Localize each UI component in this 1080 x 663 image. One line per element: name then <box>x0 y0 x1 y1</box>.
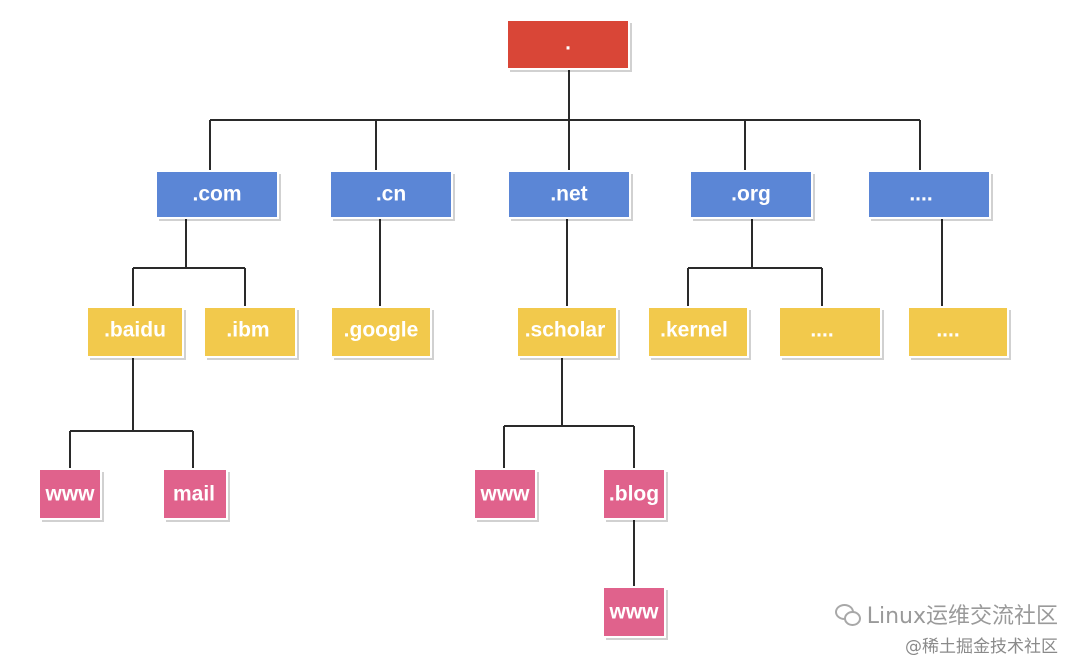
tld-label: .cn <box>376 183 406 206</box>
watermark-text: Linux运维交流社区 <box>866 604 1058 629</box>
sld-label: .... <box>810 319 833 342</box>
connectors <box>69 70 943 587</box>
sld-label: .... <box>936 319 959 342</box>
wechat-icon <box>834 603 861 626</box>
host-node-baidu-www: www <box>38 468 104 522</box>
host-node-blog-www: www <box>602 586 668 640</box>
sld-node-google: .google <box>330 306 434 360</box>
watermark-line1: Linux运维交流社区 <box>834 598 1058 630</box>
root-label: . <box>565 32 571 55</box>
host-label: www <box>479 483 530 506</box>
sld-node-scholar: .scholar <box>516 306 620 360</box>
host-label: www <box>608 601 659 624</box>
host-label: .blog <box>609 483 659 506</box>
watermark: Linux运维交流社区 @稀土掘金技术社区 <box>834 598 1058 657</box>
sld-node-more: .... <box>907 306 1011 360</box>
tld-label: .com <box>192 183 241 206</box>
host-label: mail <box>173 483 215 506</box>
host-node-blog: .blog <box>602 468 668 522</box>
host-node-baidu-mail: mail <box>162 468 230 522</box>
tld-node-com: .com <box>155 170 281 221</box>
host-label: www <box>44 483 95 506</box>
tld-label: .net <box>550 183 587 206</box>
sld-label: .ibm <box>226 319 269 342</box>
tld-label: .org <box>731 183 771 206</box>
sld-label: .google <box>344 319 419 342</box>
sld-node-kernel: .kernel <box>647 306 751 360</box>
sld-label: .kernel <box>660 319 728 342</box>
sld-label: .scholar <box>525 319 606 342</box>
tld-node-net: .net <box>507 170 633 221</box>
tld-label: .... <box>909 183 932 206</box>
sld-node-baidu: .baidu <box>86 306 186 360</box>
sld-node-org-more: .... <box>778 306 884 360</box>
sld-node-ibm: .ibm <box>203 306 299 360</box>
root-node: . <box>506 19 632 72</box>
tld-node-cn: .cn <box>329 170 455 221</box>
sld-label: .baidu <box>104 319 166 342</box>
tld-node-org: .org <box>689 170 815 221</box>
tld-node-more: .... <box>867 170 993 221</box>
watermark-credit: @稀土掘金技术社区 <box>905 637 1058 657</box>
host-node-scholar-www: www <box>473 468 539 522</box>
